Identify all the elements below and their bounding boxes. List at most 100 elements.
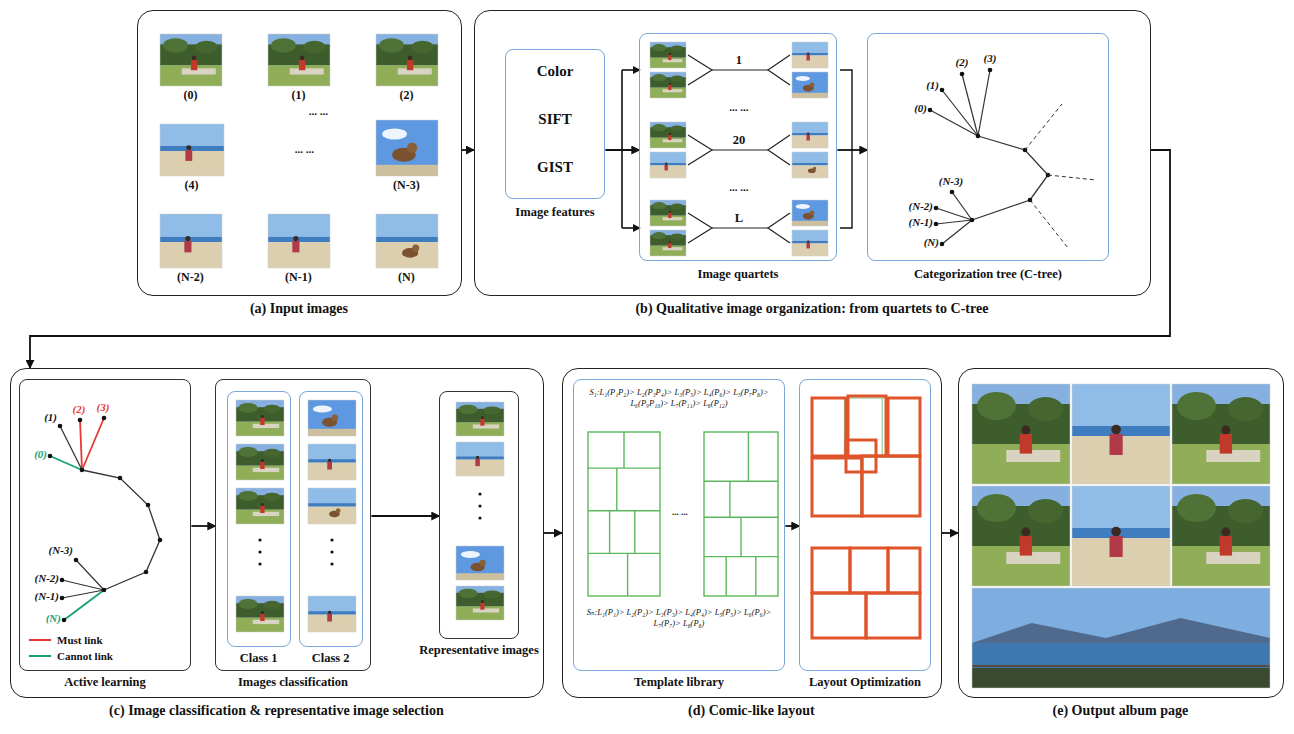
photo-frame	[308, 488, 356, 524]
tree-crown	[458, 405, 477, 415]
person-body	[327, 462, 332, 470]
photo-frame	[268, 214, 330, 268]
arrow-connector	[462, 149, 474, 151]
photo	[160, 214, 222, 268]
tree-crown	[263, 449, 280, 458]
pavement	[398, 68, 432, 74]
tree-continuation	[1025, 104, 1062, 150]
tree-branch	[936, 208, 972, 220]
shore	[972, 668, 1270, 688]
tree-spine	[82, 470, 160, 590]
photo	[308, 444, 356, 480]
photo	[456, 586, 504, 620]
tree-crown	[1228, 397, 1263, 421]
template-row-line	[704, 481, 778, 482]
arrow-connector	[544, 532, 562, 534]
tree-crown	[671, 203, 684, 209]
sky	[268, 34, 330, 86]
ellipsis: ... ...	[699, 181, 779, 194]
ground	[792, 93, 828, 98]
person-head	[1111, 527, 1121, 537]
pavement	[290, 68, 324, 74]
tree-node-dot	[78, 418, 83, 423]
photo-frame	[308, 444, 356, 480]
sky	[972, 384, 1070, 484]
person-head	[328, 611, 331, 614]
sky	[160, 214, 222, 237]
photo	[456, 402, 504, 436]
person-body	[668, 55, 671, 60]
photo-frame	[792, 152, 828, 178]
photo	[650, 122, 686, 148]
photo-frame	[792, 230, 828, 256]
legend-label: Cannot link	[57, 650, 113, 663]
photo-frame	[376, 34, 438, 86]
photo-frame	[650, 42, 686, 68]
photo	[792, 122, 828, 148]
railing	[972, 665, 1270, 667]
tree-node-dot	[970, 218, 975, 223]
photo-frame	[308, 400, 356, 436]
pavement	[473, 424, 499, 428]
tree-crown	[263, 405, 280, 414]
template-column-line	[882, 398, 883, 457]
image-index: (N)	[375, 271, 437, 285]
tree-leaf-label: (N-1)	[21, 590, 59, 603]
tree-crown	[652, 232, 666, 239]
person-head	[185, 236, 190, 241]
tree-leaf-label: (N-3)	[35, 544, 73, 557]
grass	[236, 618, 284, 632]
sea	[376, 237, 438, 242]
ellipsis: ... ...	[239, 143, 369, 156]
image-index: (1)	[267, 89, 329, 103]
tree-leaf-label: (2)	[951, 56, 973, 69]
grass	[650, 58, 686, 68]
arrow-connector	[942, 532, 958, 534]
tree-node-dot	[146, 503, 151, 508]
tree-node-dot	[102, 416, 107, 421]
person-head	[665, 163, 667, 165]
photo	[456, 442, 504, 476]
template-column-line	[748, 432, 749, 481]
template-formula: Sₙ:L₁(P₁)> L₂(P₂)> L₃(P₃)> L₄(P₄)> L₅(P₅…	[581, 607, 777, 629]
tree-node-dot	[330, 538, 333, 541]
box-label: Images classification	[215, 675, 371, 689]
tree-branch	[942, 220, 972, 244]
person-body	[1220, 434, 1232, 454]
grass	[236, 510, 284, 524]
quartet-topology	[688, 213, 712, 243]
image-index: (0)	[159, 89, 221, 103]
optimized-frame	[812, 548, 850, 593]
legend-line-sample	[28, 650, 52, 662]
sky	[972, 486, 1070, 586]
grass	[456, 606, 504, 620]
mountains	[972, 618, 1270, 643]
quartet-topology	[712, 227, 768, 228]
photo	[792, 72, 828, 98]
cloud	[313, 405, 332, 412]
person-head	[669, 241, 671, 243]
tree-crown	[163, 38, 188, 53]
box-label: Representative images	[419, 643, 539, 657]
quartet-topology	[768, 135, 790, 165]
grass	[236, 422, 284, 436]
person-head	[1021, 527, 1030, 536]
pavement	[663, 217, 683, 220]
quartet-topology	[712, 69, 768, 70]
tree-crown	[1028, 499, 1063, 523]
photo	[792, 152, 828, 178]
template-row-line	[588, 553, 660, 554]
person-body	[185, 150, 192, 161]
pavement	[182, 68, 216, 74]
inner-box: Class 1	[227, 391, 291, 647]
tree-node-dot	[118, 476, 123, 481]
template-column-line	[726, 557, 727, 596]
pavement	[663, 89, 683, 92]
tree-crown	[263, 493, 280, 502]
cloud	[796, 76, 810, 81]
box-label: Image quartets	[639, 267, 837, 281]
sky	[792, 230, 828, 241]
photo	[376, 34, 438, 86]
photo-frame	[972, 588, 1270, 688]
photo	[972, 384, 1070, 484]
